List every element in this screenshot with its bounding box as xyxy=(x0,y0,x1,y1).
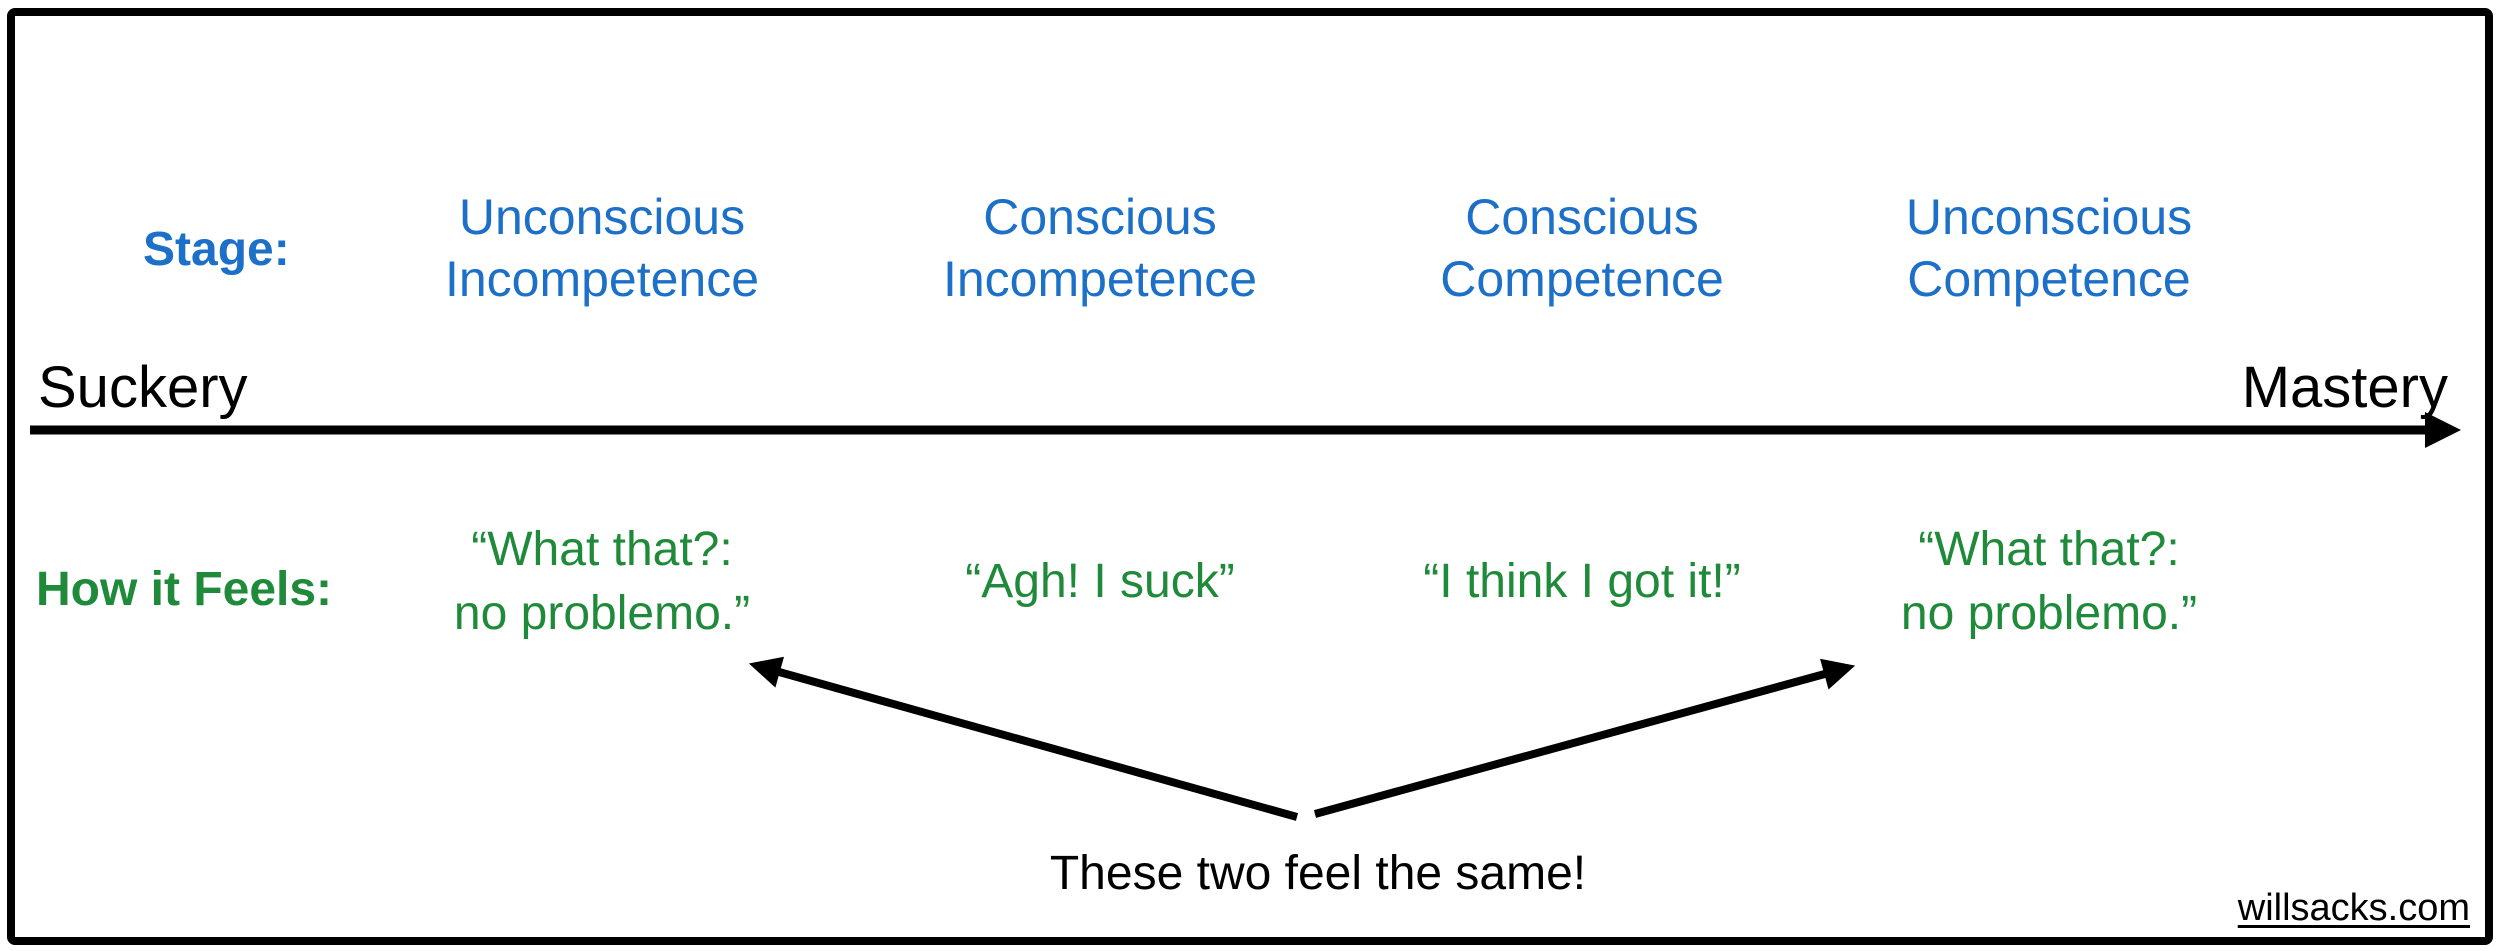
right-connector-arrow xyxy=(1313,658,1856,818)
stage-item-conscious-incompetence: Conscious Incompetence xyxy=(943,186,1257,310)
stage-line-1: Conscious xyxy=(1465,189,1699,245)
quote-conscious-incompetence: “Agh! I suck” xyxy=(965,518,1234,646)
stage-line-1: Unconscious xyxy=(1905,189,2193,245)
left-connector-arrow xyxy=(748,656,1299,821)
quote-conscious-competence: “I think I got it!” xyxy=(1423,518,1740,646)
stage-row-label: Stage: xyxy=(143,223,290,276)
quote-line-1: “I think I got it!” xyxy=(1423,555,1741,608)
stage-item-unconscious-incompetence: Unconscious Incompetence xyxy=(445,186,759,310)
website-link[interactable]: willsacks.com xyxy=(2237,887,2470,929)
quote-line-1: “What that?: xyxy=(1918,523,2180,576)
quote-unconscious-incompetence: “What that?: no problemo.” xyxy=(454,518,750,646)
axis-label-mastery: Mastery xyxy=(2241,355,2448,420)
quote-line-1: “What that?: xyxy=(471,523,733,576)
quote-unconscious-competence: “What that?: no problemo.” xyxy=(1901,518,2197,646)
stage-line-2: Incompetence xyxy=(942,251,1258,307)
axis-label-suckery: Suckery xyxy=(38,355,248,420)
stage-line-1: Unconscious xyxy=(458,189,746,245)
stage-line-2: Competence xyxy=(1907,251,2191,307)
quote-line-1: “Agh! I suck” xyxy=(965,555,1235,608)
stage-item-conscious-competence: Conscious Competence xyxy=(1440,186,1724,310)
stage-line-2: Incompetence xyxy=(444,251,760,307)
quote-line-2: no problemo.” xyxy=(453,587,751,640)
quote-line-2: no problemo.” xyxy=(1900,587,2198,640)
slide-border xyxy=(7,8,2493,945)
feels-row-label: How it Feels: xyxy=(36,563,333,616)
stage-line-1: Conscious xyxy=(983,189,1217,245)
stage-item-unconscious-competence: Unconscious Competence xyxy=(1906,186,2192,310)
stage-line-2: Competence xyxy=(1440,251,1724,307)
same-feeling-caption: These two feel the same! xyxy=(1049,847,1587,900)
